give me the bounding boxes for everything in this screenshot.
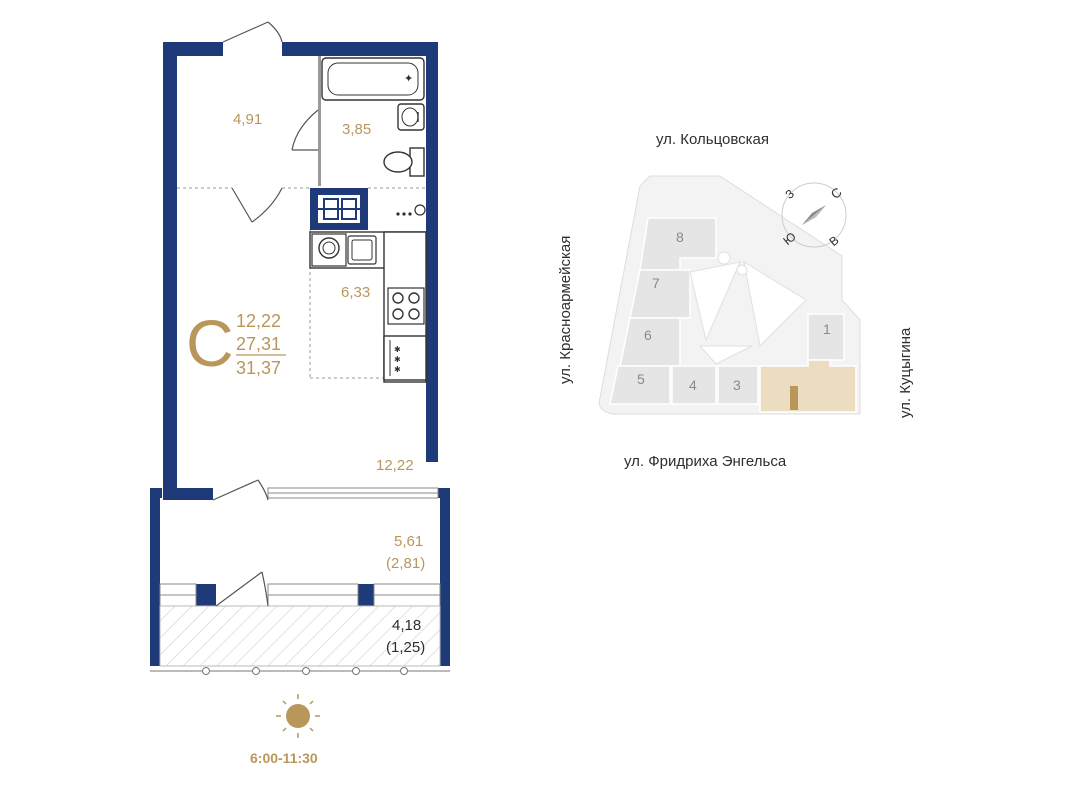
balcony-railing (150, 667, 450, 675)
street-left: ул. Красноармейская (557, 236, 574, 384)
bathtub-icon: ✦ (321, 57, 425, 101)
svg-text:✱: ✱ (394, 355, 401, 364)
washer-dots-icon (396, 204, 426, 216)
building-7-number: 7 (652, 275, 660, 291)
building-6-number: 6 (644, 327, 652, 343)
compass-icon (781, 182, 847, 248)
loggia-reduced-label: (2,81) (386, 555, 425, 572)
apartment-type-letter: C (186, 306, 234, 380)
total-with-balcony-value: 31,37 (236, 358, 281, 378)
hall-area-label: 4,91 (233, 111, 262, 128)
sun-hours-label: 6:00-11:30 (250, 750, 318, 766)
site-map: 8 7 6 5 4 3 1 (598, 175, 861, 415)
balcony-area (160, 606, 440, 666)
current-section-marker (790, 386, 798, 410)
building-5-number: 5 (637, 371, 645, 387)
loggia-area-label: 5,61 (394, 533, 423, 550)
doors (212, 21, 319, 607)
total-area-value: 27,31 (236, 334, 281, 354)
building-8-number: 8 (676, 229, 684, 245)
svg-text:✦: ✦ (404, 73, 413, 85)
building-1-number: 1 (823, 321, 831, 337)
sink-icon (397, 103, 425, 131)
toilet-icon (383, 147, 425, 177)
building-4-number: 4 (689, 377, 697, 393)
kitchen-area-label: 6,33 (341, 284, 370, 301)
building-5 (609, 365, 671, 405)
building-7 (629, 269, 691, 319)
balcony-area-label: 4,18 (392, 617, 421, 634)
stove-icon (387, 287, 425, 325)
building-4 (671, 365, 717, 405)
fridge-icon: ✱ ✱ ✱ (383, 335, 427, 381)
compass-east: В (826, 233, 841, 249)
balcony-reduced-label: (1,25) (386, 639, 425, 656)
living-room-area-label: 12,22 (376, 457, 414, 474)
building-1 (807, 313, 845, 361)
building-3-number: 3 (733, 377, 741, 393)
street-top: ул. Кольцовская (656, 131, 769, 148)
washing-machine-icon (311, 233, 347, 267)
street-right: ул. Куцыгина (897, 327, 914, 418)
building-current (759, 359, 857, 413)
bathroom-area-label: 3,85 (342, 121, 371, 138)
svg-text:✱: ✱ (394, 365, 401, 374)
sun-icon (276, 694, 320, 738)
svg-text:✱: ✱ (394, 345, 401, 354)
kitchen-sink-icon (347, 235, 377, 265)
apartment-walls (150, 42, 450, 666)
living-area-value: 12,22 (236, 311, 281, 331)
street-bottom: ул. Фридриха Энгельса (624, 453, 787, 470)
building-3 (717, 365, 759, 405)
